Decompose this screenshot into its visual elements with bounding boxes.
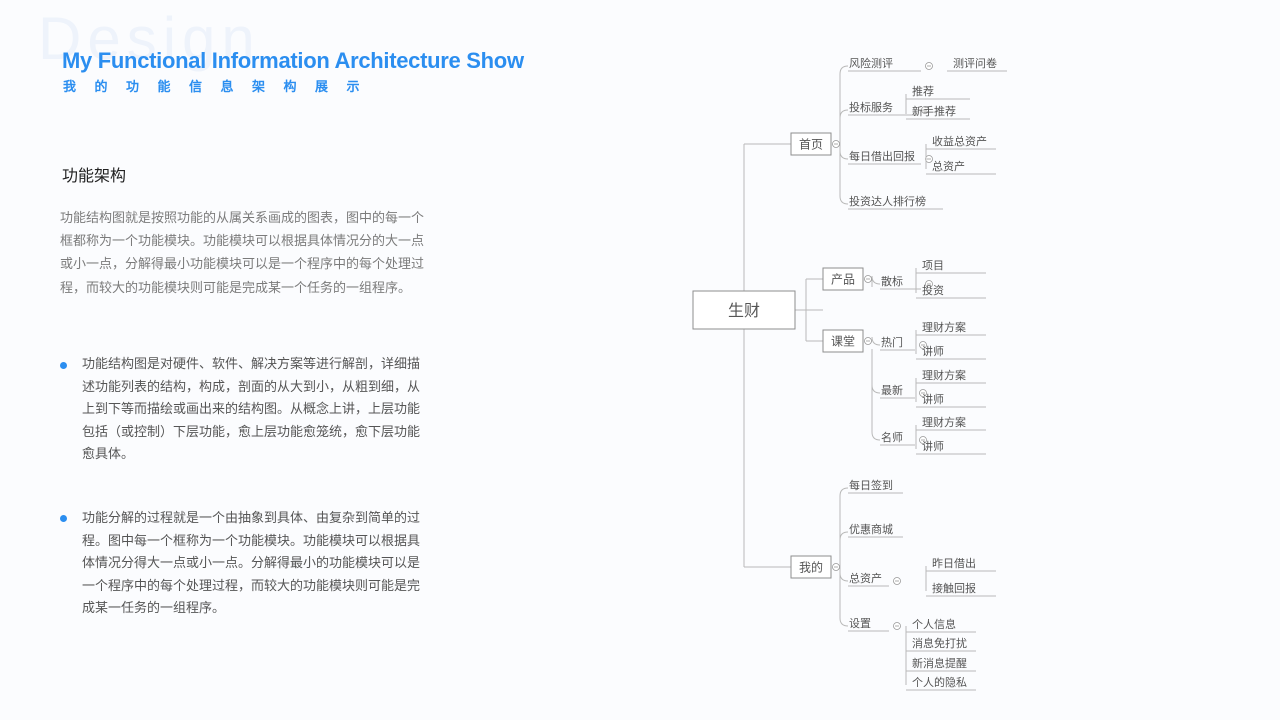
node-0-0: 风险测评: [849, 56, 893, 70]
bullet-paragraph-1: 功能结构图是对硬件、软件、解决方案等进行解剖，详细描述功能列表的结构，构成，剖面…: [82, 357, 421, 463]
connector-curve: [839, 109, 849, 119]
branch-1-label: 产品: [831, 272, 855, 286]
section-heading: 功能架构: [62, 166, 127, 185]
node-3-2: 总资产: [849, 571, 882, 585]
leaf-1-0-1: 投资: [922, 283, 944, 297]
intro-paragraph: 功能结构图就是按照功能的从属关系画成的图表，图中的每一个框都称为一个功能模块。功…: [60, 211, 425, 296]
leaf-2-0-0: 理财方案: [922, 320, 966, 334]
page-title: My Functional Information Architecture S…: [62, 48, 524, 73]
leaf-0-2-1: 总资产: [932, 159, 965, 173]
leaf-3-2-1: 接触回报: [932, 581, 976, 595]
connector-curve: [871, 336, 881, 346]
leaf-0-1-1: 新手推荐: [912, 104, 956, 118]
leaf-2-0-1: 讲师: [922, 344, 944, 358]
node-2-1: 最新: [881, 383, 903, 397]
connector-curve: [871, 384, 881, 394]
connector-curve: [839, 65, 849, 75]
connector-curve: [871, 431, 881, 441]
bullet-paragraph-2: 功能分解的过程就是一个由抽象到具体、由复杂到简单的过程。图中每一个框称为一个功能…: [82, 511, 421, 617]
node-2-2: 名师: [881, 430, 903, 444]
bullet-dot-icon: [60, 362, 67, 369]
branch-2-label: 课堂: [831, 334, 855, 348]
connector-curve: [839, 617, 849, 627]
node-3-1: 优惠商城: [849, 522, 893, 536]
node-0-3: 投资达人排行榜: [849, 194, 926, 208]
design-watermark: Design: [38, 5, 261, 72]
connector-curve: [839, 572, 849, 582]
leaf-3-3-0: 个人信息: [912, 617, 956, 631]
connector-curve: [839, 531, 849, 541]
branch-3-box: [790, 555, 832, 579]
leaf-1-0-0: 项目: [922, 259, 944, 272]
node-3-0: 每日签到: [849, 478, 893, 492]
leaf-2-2-1: 讲师: [922, 439, 944, 453]
connector-curve: [839, 195, 849, 205]
leaf-3-3-3: 个人的隐私: [912, 675, 967, 689]
node-1-0: 散标: [881, 274, 903, 288]
leaf-0-1-0: 推荐: [912, 84, 934, 98]
branch-1-box: [822, 267, 864, 291]
branch-0-label: 首页: [799, 137, 823, 151]
branch-2-box: [822, 329, 864, 353]
node-0-1: 投标服务: [849, 100, 893, 114]
leaf-3-3-2: 新消息提醒: [912, 656, 967, 670]
page-subtitle: 我的功能信息架构展示: [63, 80, 379, 95]
connector-curve: [839, 150, 849, 160]
root-node-box: [692, 290, 796, 330]
leaf-2-1-0: 理财方案: [922, 368, 966, 382]
branch-3-label: 我的: [799, 559, 823, 574]
leaf-3-2-0: 昨日借出: [932, 556, 976, 570]
connector-curve: [871, 275, 881, 285]
leaf-2-2-0: 理财方案: [922, 415, 966, 429]
leaf-2-1-1: 讲师: [922, 392, 944, 406]
branch-0-box: [790, 132, 832, 156]
root-node-label: 生财: [728, 301, 760, 320]
bullet-dot-icon: [60, 515, 67, 522]
connector-curve: [839, 487, 849, 497]
leaf-0-0-0: 测评问卷: [953, 56, 997, 70]
leaf-3-3-1: 消息免打扰: [912, 636, 967, 650]
node-3-3: 设置: [849, 617, 871, 630]
node-0-2: 每日借出回报: [849, 149, 915, 163]
leaf-0-2-0: 收益总资产: [932, 134, 987, 148]
node-2-0: 热门: [881, 335, 903, 349]
